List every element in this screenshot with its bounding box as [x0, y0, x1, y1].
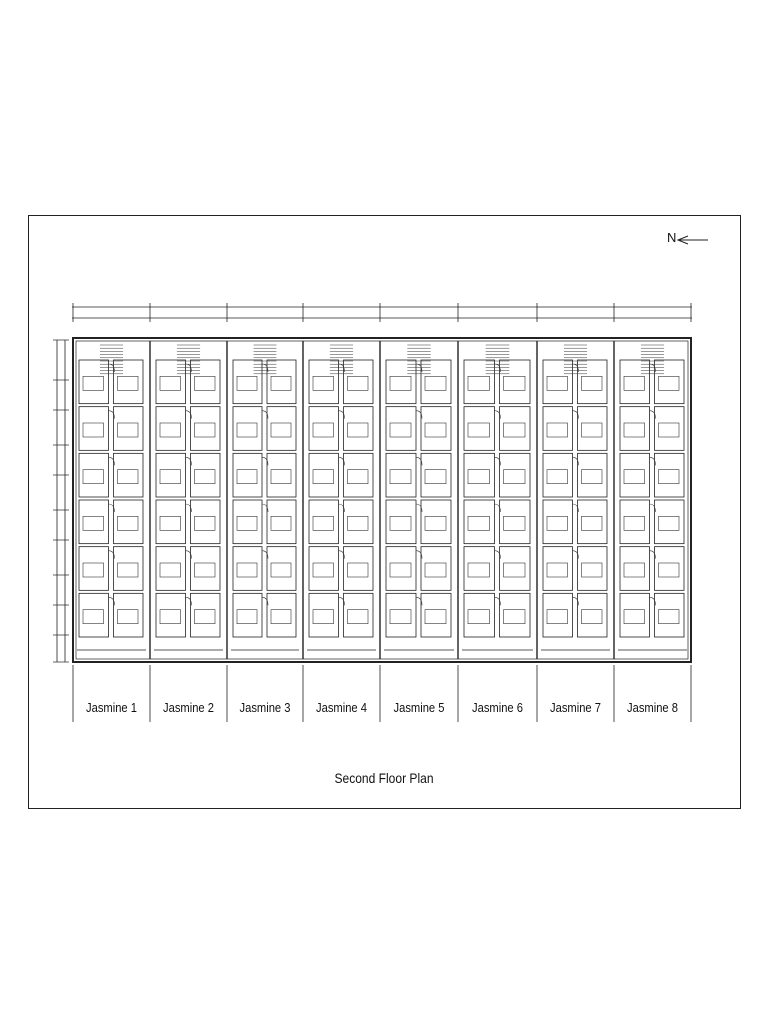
unit-label-7: Jasmine 7	[550, 700, 601, 715]
unit-label-6: Jasmine 6	[472, 700, 523, 715]
unit-label-2: Jasmine 2	[163, 700, 214, 715]
unit-label-3: Jasmine 3	[239, 700, 291, 715]
unit-label-8: Jasmine 8	[627, 700, 678, 715]
plan-title: Second Floor Plan	[334, 770, 434, 786]
north-arrow-label: N	[667, 230, 677, 245]
unit-section-3	[226, 341, 299, 722]
unit-section-8	[613, 341, 692, 722]
unit-label-5: Jasmine 5	[393, 700, 445, 715]
unit-section-2	[149, 341, 223, 722]
unit-label-1: Jasmine 1	[86, 700, 137, 715]
unit-section-1	[72, 341, 146, 722]
unit-section-7	[536, 341, 610, 722]
drawing-sheet-border	[28, 215, 741, 809]
unit-section-4	[302, 341, 376, 722]
unit-section-5	[379, 341, 454, 722]
unit-section-6	[457, 341, 533, 722]
unit-label-4: Jasmine 4	[316, 700, 367, 715]
